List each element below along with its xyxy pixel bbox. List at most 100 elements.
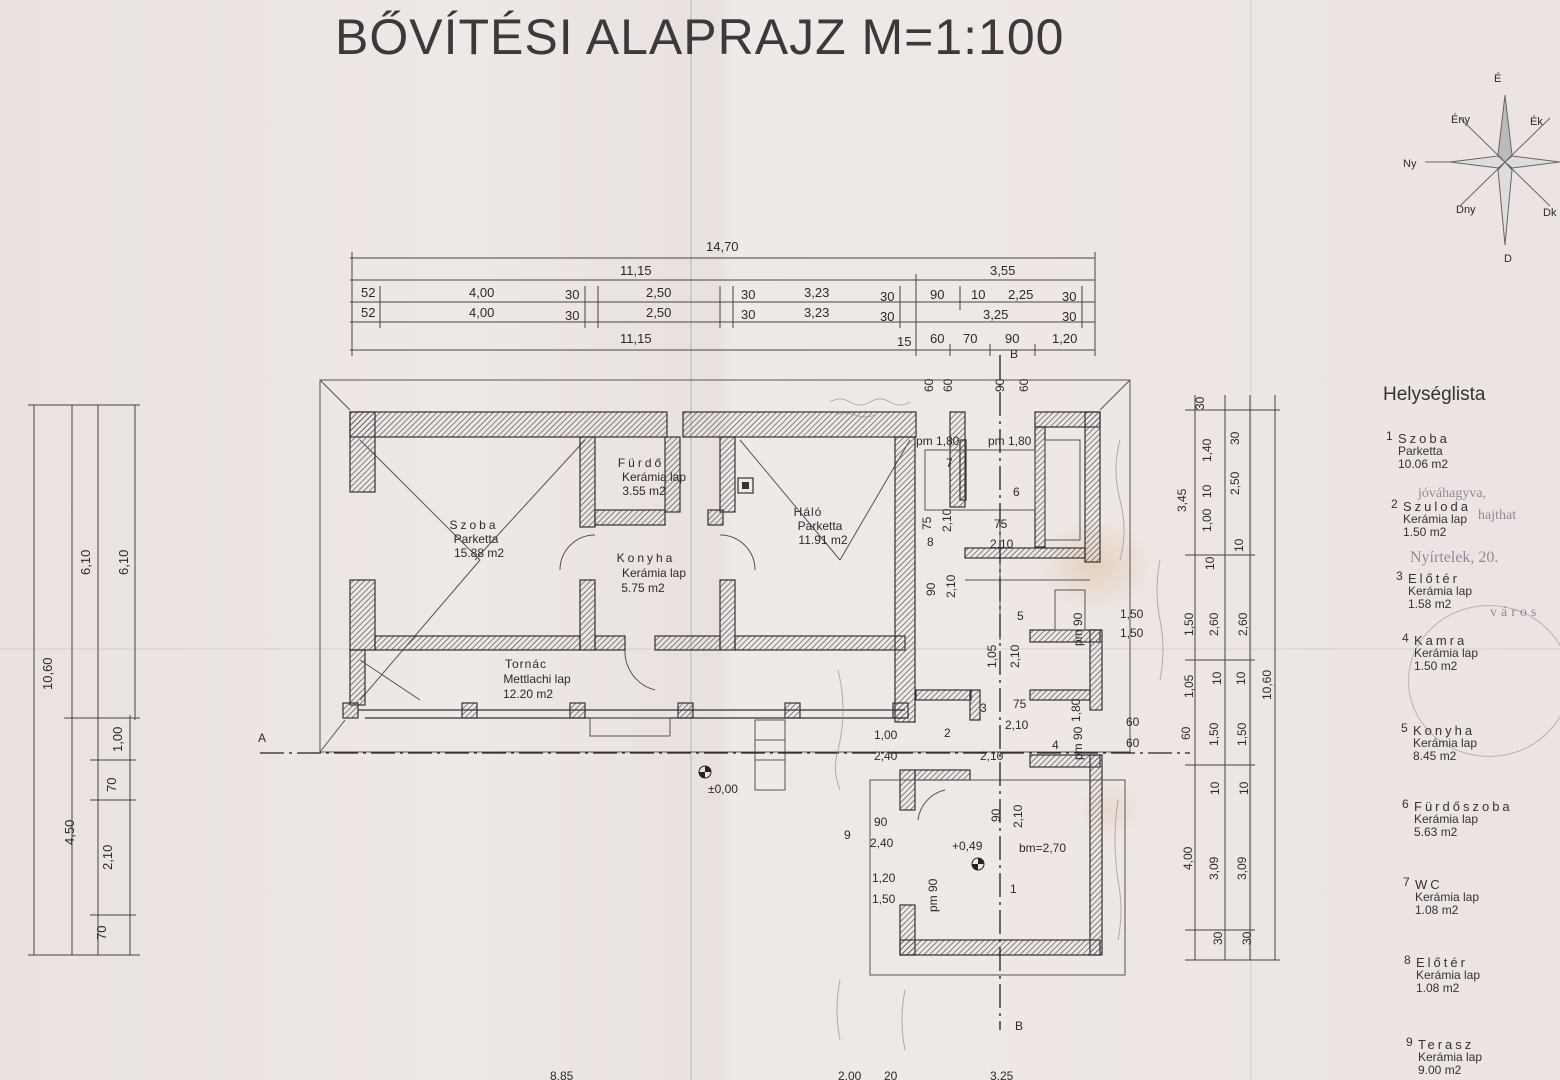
svg-text:3,23: 3,23 <box>804 285 829 300</box>
svg-text:70: 70 <box>104 778 119 792</box>
svg-text:2,10: 2,10 <box>980 749 1004 763</box>
svg-text:2,10: 2,10 <box>1008 644 1022 668</box>
svg-text:+0,49: +0,49 <box>952 839 983 853</box>
svg-text:60: 60 <box>1126 736 1140 750</box>
right-dimension-lines <box>1185 395 1280 961</box>
svg-text:2,10: 2,10 <box>944 574 958 598</box>
svg-text:75: 75 <box>1013 697 1027 711</box>
stamp-line1: jóváhagyva, <box>1418 486 1487 501</box>
svg-text:pm 90: pm 90 <box>1071 726 1085 760</box>
svg-text:4,00: 4,00 <box>469 285 494 300</box>
svg-text:11.91 m2: 11.91 m2 <box>798 533 847 547</box>
bottom-dims: 8,85 2,00 20 3,25 <box>550 1069 1014 1080</box>
svg-text:10: 10 <box>1200 484 1214 498</box>
svg-text:20: 20 <box>884 1069 898 1080</box>
svg-text:90: 90 <box>874 815 888 829</box>
room-halo: Háló Parketta 11.91 m2 <box>794 505 848 547</box>
svg-text:70: 70 <box>963 331 977 346</box>
svg-text:1,40: 1,40 <box>1200 438 1214 462</box>
svg-text:1,05: 1,05 <box>985 644 999 668</box>
svg-text:10,60: 10,60 <box>40 657 55 690</box>
svg-text:1,20: 1,20 <box>1052 331 1077 346</box>
svg-text:2,50: 2,50 <box>646 285 671 300</box>
svg-text:Kerámia lap: Kerámia lap <box>622 470 686 484</box>
svg-text:1,05: 1,05 <box>1182 674 1196 698</box>
level-marker-1 <box>971 857 985 871</box>
room-furdo: Fürdő Kerámia lap 3.55 m2 <box>618 456 687 498</box>
svg-text:52: 52 <box>361 305 375 320</box>
legend-item-6: 6 Fürdőszoba Kerámia lap 5.63 m2 <box>1402 797 1513 839</box>
svg-text:90: 90 <box>930 287 944 302</box>
svg-text:Fürdő: Fürdő <box>618 456 664 470</box>
svg-text:4,50: 4,50 <box>62 820 77 845</box>
existing-walls <box>349 411 917 723</box>
svg-text:2,10: 2,10 <box>100 845 115 870</box>
svg-text:8: 8 <box>927 535 934 549</box>
svg-text:10: 10 <box>1210 671 1224 685</box>
svg-text:1,00: 1,00 <box>1200 508 1214 532</box>
section-lines <box>260 355 1190 1030</box>
svg-text:1,80: 1,80 <box>1069 698 1083 722</box>
svg-text:3,09: 3,09 <box>1235 856 1249 880</box>
legend-item-7: 7 WC Kerámia lap 1.08 m2 <box>1403 875 1480 917</box>
svg-text:60: 60 <box>1126 715 1140 729</box>
svg-text:2,40: 2,40 <box>874 749 898 763</box>
dim-right-total: 3,55 <box>990 263 1015 278</box>
svg-text:60: 60 <box>922 378 936 392</box>
svg-text:2,10: 2,10 <box>1005 718 1029 732</box>
legend-item-8: 8 Előtér Kerámia lap 1.08 m2 <box>1404 953 1481 995</box>
legend-item-9: 9 Terasz Kerámia lap 9.00 m2 <box>1406 1035 1483 1077</box>
left-dimension-lines <box>28 404 140 956</box>
svg-text:3: 3 <box>980 701 987 715</box>
svg-text:Kerámia lap: Kerámia lap <box>622 566 686 580</box>
dim-right-text: 30 3,45 1,40 30 10 2,50 1,00 10 10 1,50 … <box>1175 396 1274 945</box>
fold-line-vertical <box>690 0 692 1080</box>
svg-text:75: 75 <box>920 516 934 530</box>
svg-text:Háló: Háló <box>794 505 823 519</box>
svg-text:15.88 m2: 15.88 m2 <box>454 546 504 560</box>
dim-row3: 11,15 15 60 70 90 1,20 <box>620 331 1077 349</box>
legend-item-3: 3 Előtér Kerámia lap 1.58 m2 <box>1396 569 1473 611</box>
svg-text:10: 10 <box>1234 671 1248 685</box>
svg-text:10: 10 <box>1232 538 1246 552</box>
stamp-line2: Nyírtelek, 20. <box>1410 549 1499 566</box>
svg-text:3,23: 3,23 <box>804 305 829 320</box>
svg-text:60: 60 <box>1017 378 1031 392</box>
drawing-title: BŐVÍTÉSI ALAPRAJZ M=1:100 <box>335 9 1065 65</box>
section-a: A <box>258 731 266 745</box>
svg-text:3,25: 3,25 <box>983 307 1008 322</box>
svg-text:Parketta: Parketta <box>454 532 499 546</box>
svg-text:2,10: 2,10 <box>940 508 954 532</box>
svg-text:6,10: 6,10 <box>78 550 93 575</box>
svg-text:8,85: 8,85 <box>550 1069 574 1080</box>
section-b-bottom: B <box>1015 1019 1023 1033</box>
svg-text:30: 30 <box>741 307 755 322</box>
legend-item-1: 1 Szoba Parketta 10.06 m2 <box>1386 429 1450 471</box>
svg-text:1,50: 1,50 <box>872 892 896 906</box>
svg-text:12.20 m2: 12.20 m2 <box>503 687 553 701</box>
svg-text:pm 90: pm 90 <box>926 878 940 912</box>
svg-text:30: 30 <box>1240 931 1254 945</box>
legend-item-2: 2 Szuloda Kerámia lap 1.50 m2 <box>1391 497 1471 539</box>
dim-left-text: 10,60 6,10 6,10 4,50 1,00 70 2,10 70 <box>40 550 131 940</box>
stamp-line3: hajthat <box>1478 508 1517 523</box>
svg-text:10: 10 <box>1237 781 1251 795</box>
svg-text:1,50: 1,50 <box>1207 722 1221 746</box>
svg-text:10: 10 <box>971 287 985 302</box>
extension-top-dims: 60 60 90 60 <box>922 378 1031 392</box>
extension-thin-lines <box>559 439 1126 976</box>
svg-text:2,60: 2,60 <box>1236 612 1250 636</box>
svg-text:90: 90 <box>993 378 1007 392</box>
svg-text:2,00: 2,00 <box>838 1069 862 1080</box>
room-tornac: Tornác Mettlachi lap 12.20 m2 <box>503 657 571 701</box>
svg-text:30: 30 <box>880 289 894 304</box>
svg-text:30: 30 <box>1062 309 1076 324</box>
svg-text:1,20: 1,20 <box>872 871 896 885</box>
svg-text:30: 30 <box>565 308 579 323</box>
svg-text:Konyha: Konyha <box>617 551 676 565</box>
level-marker-0 <box>698 765 712 779</box>
svg-text:7: 7 <box>946 456 953 470</box>
svg-text:10,60: 10,60 <box>1260 670 1274 700</box>
svg-text:2,25: 2,25 <box>1008 287 1033 302</box>
compass-nw: Ény <box>1451 113 1470 126</box>
